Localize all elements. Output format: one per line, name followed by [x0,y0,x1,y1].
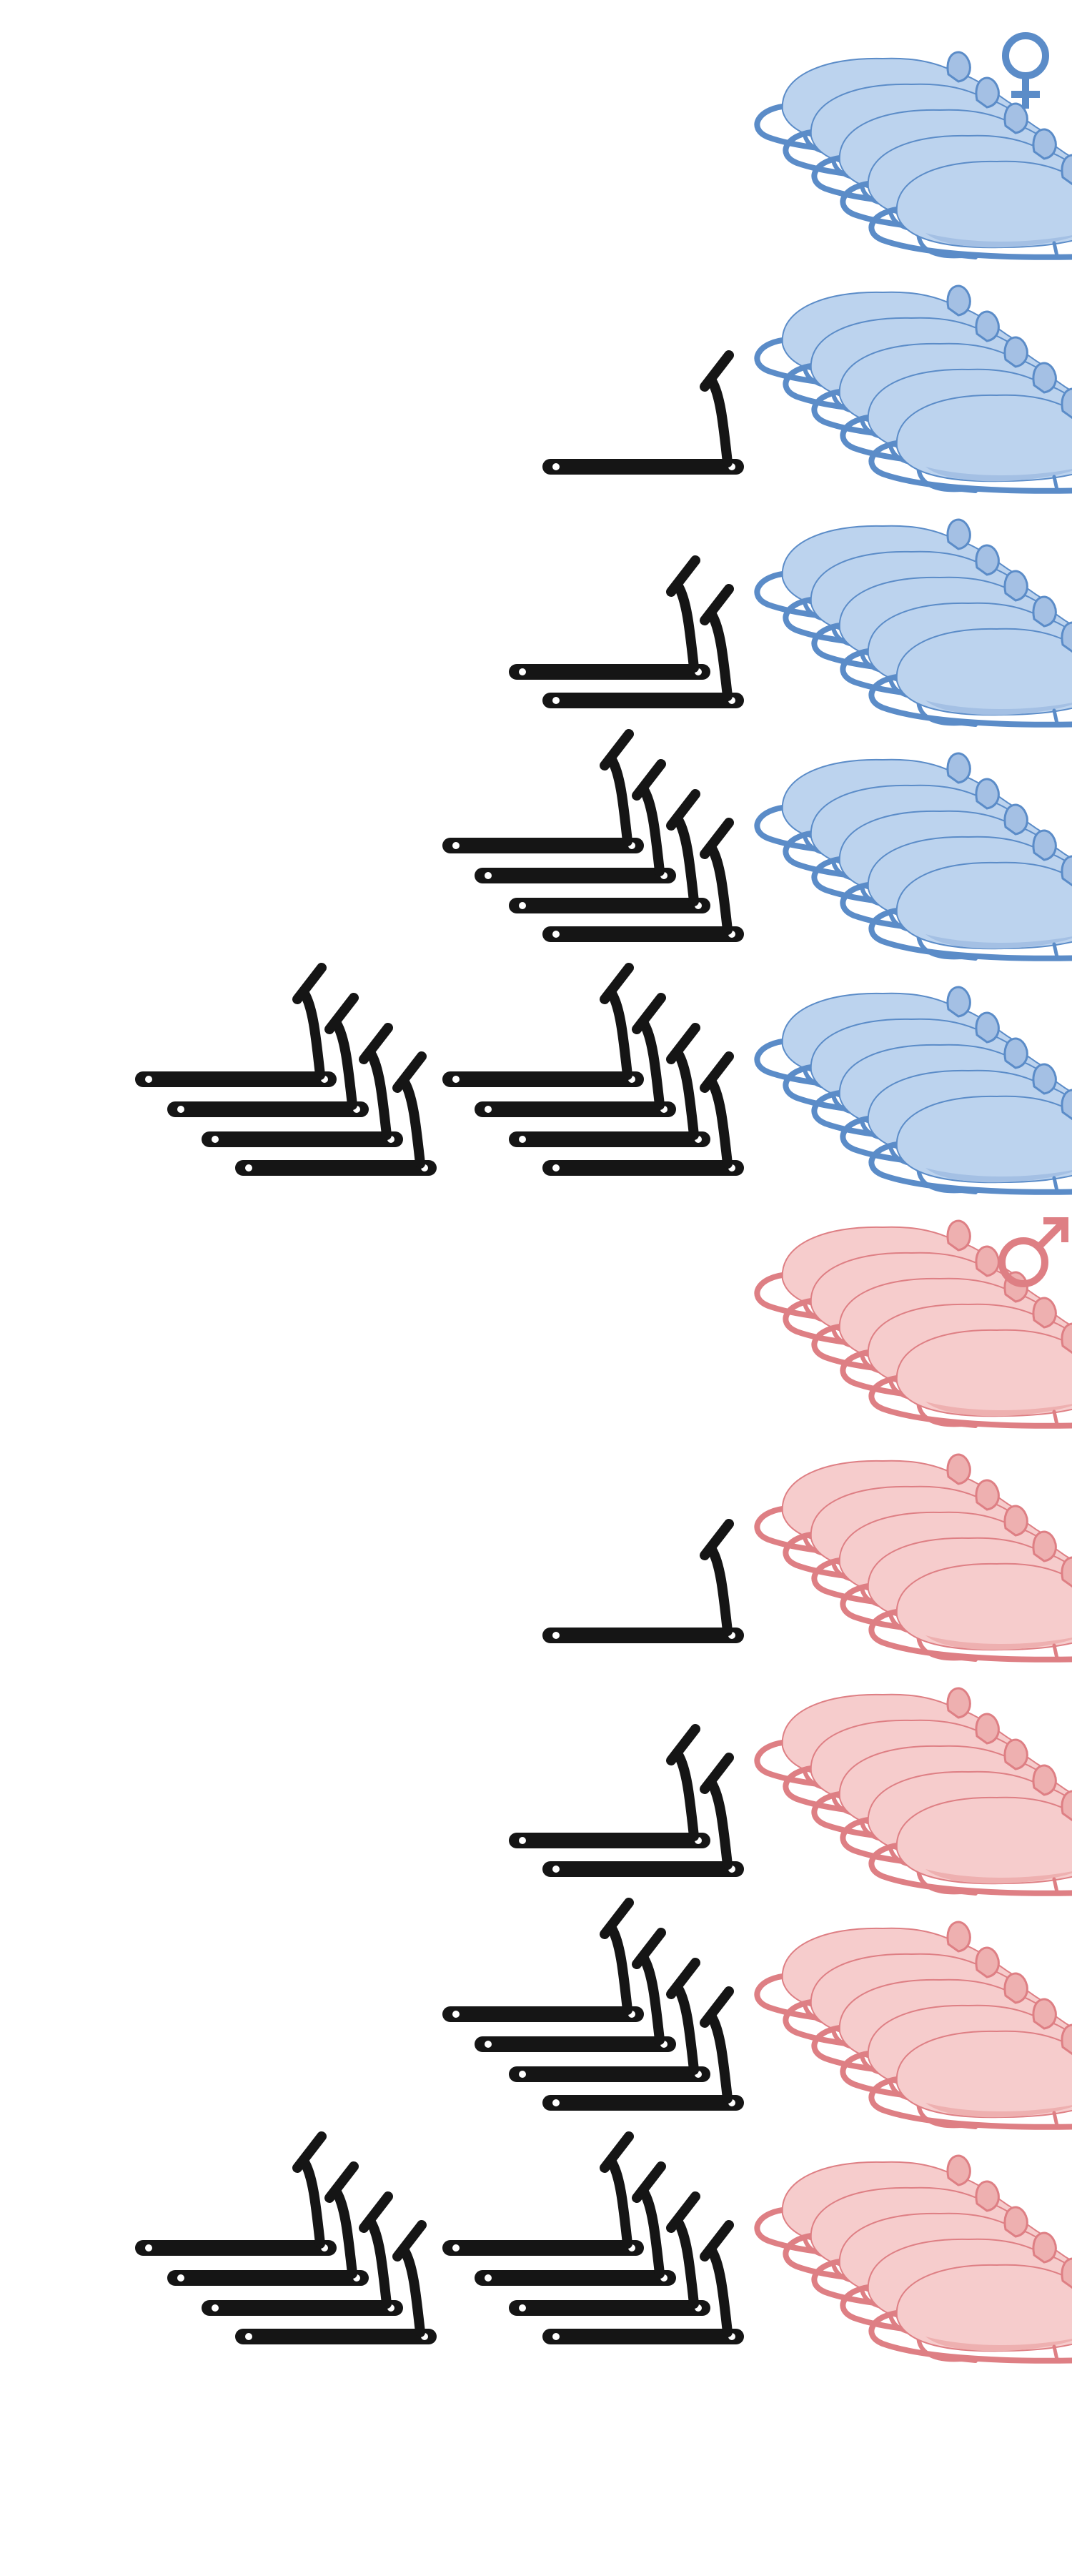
mice-stack [754,1687,1072,1896]
mice-stack [754,1921,1072,2130]
treadmill-icon [167,993,369,1117]
mice-stack [754,1453,1072,1663]
treadmill-icon [442,729,644,853]
treadmill-icon [235,2220,437,2344]
mouse-icon [868,1322,1072,1429]
group-row-3 [509,518,1072,728]
treadmill-icon [475,759,676,883]
treadmill-icon [509,1023,710,1147]
mice-stack [754,752,1072,961]
group-row-8 [509,1687,1072,1896]
treadmill-stack [542,350,744,475]
treadmill-stack [509,555,744,708]
treadmill-icon [542,1986,744,2111]
treadmill-icon [509,789,710,913]
group-row-2 [542,284,1072,494]
mouse-icon [868,2257,1072,2364]
group-row-5 [135,963,1072,1195]
treadmill-icon [202,2191,403,2316]
mouse-icon [868,1556,1072,1663]
mice-stack [754,51,1072,260]
treadmill-icon [442,963,644,1087]
group-row-10 [135,2131,1072,2364]
mice-stack [754,1219,1072,1429]
mouse-icon [868,2023,1072,2130]
group-row-4 [442,729,1072,961]
treadmill-icon [475,993,676,1117]
treadmill-icon [135,963,337,1087]
treadmill-stack [442,1898,744,2111]
mice-stack [754,518,1072,728]
mouse-icon [868,387,1072,494]
treadmill-icon [509,2191,710,2316]
group-row-7 [542,1453,1072,1663]
treadmill-stack [135,2131,744,2344]
treadmill-icon [509,1958,710,2082]
treadmill-icon [442,2131,644,2256]
treadmill-icon [542,2220,744,2344]
treadmill-icon [542,1051,744,1176]
group-row-6 [754,1219,1072,1429]
treadmill-icon [442,1898,644,2022]
mouse-icon [868,1790,1072,1896]
group-row-1 [754,51,1072,260]
mice-stack [754,2154,1072,2364]
mice-stack [754,986,1072,1195]
treadmill-icon [475,1928,676,2052]
treadmill-icon [542,1519,744,1643]
group-row-9 [442,1898,1072,2130]
treadmill-icon [542,818,744,942]
treadmill-stack [542,1519,744,1643]
mouse-icon [868,621,1072,728]
mouse-icon [868,154,1072,260]
treadmill-icon [542,584,744,708]
treadmill-stack [442,729,744,942]
treadmill-icon [542,1753,744,1877]
male-symbol-icon [998,1217,1068,1287]
treadmill-icon [509,555,710,680]
treadmill-stack [135,963,744,1176]
treadmill-icon [235,1051,437,1176]
treadmill-stack [509,1724,744,1877]
mouse-icon [868,1089,1072,1195]
mouse-icon [868,855,1072,961]
treadmill-icon [135,2131,337,2256]
treadmill-icon [542,350,744,475]
female-symbol-icon [1002,32,1049,109]
treadmill-icon [509,1724,710,1848]
treadmill-icon [167,2161,369,2286]
treadmill-icon [475,2161,676,2286]
treadmill-icon [202,1023,403,1147]
mice-stack [754,284,1072,494]
